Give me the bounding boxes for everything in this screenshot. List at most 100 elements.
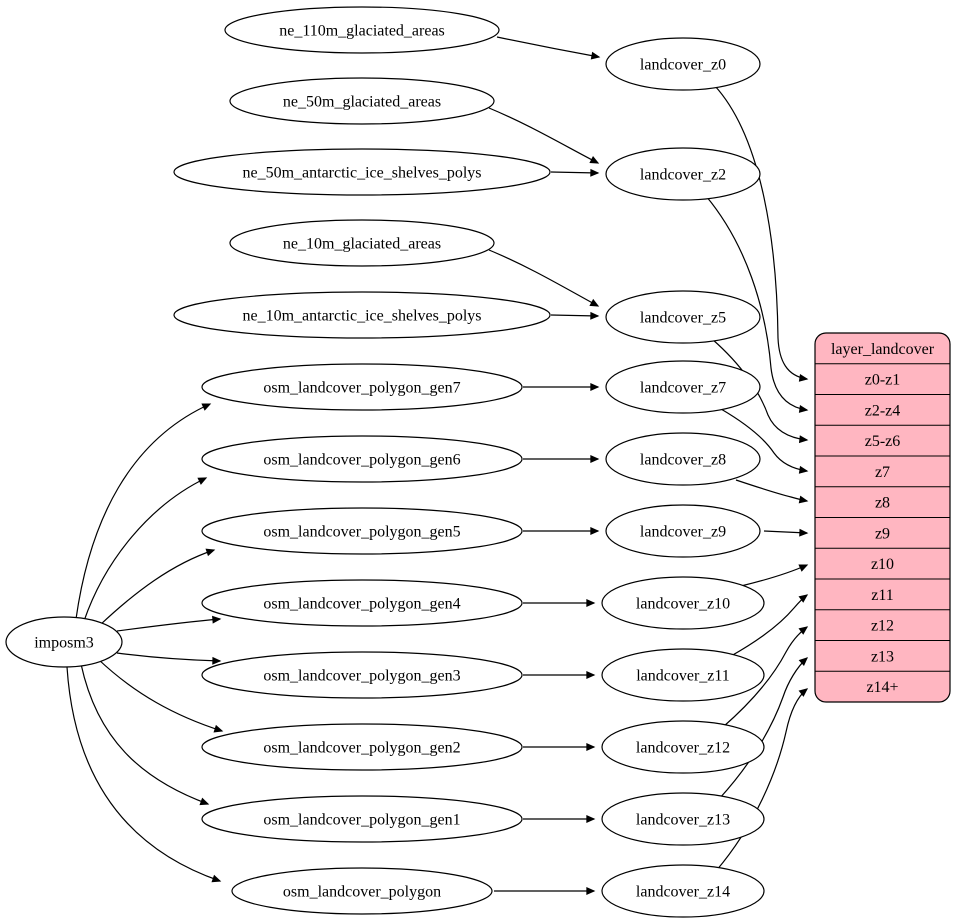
node-landcover_z7: landcover_z7 bbox=[605, 360, 761, 414]
edge-landcover_z10--row-z10 bbox=[740, 564, 809, 587]
node-landcover_z0: landcover_z0 bbox=[605, 37, 761, 91]
table-row-z9: z9 bbox=[875, 525, 890, 542]
table-layer_landcover: layer_landcoverz0-z1z2-z4z5-z6z7z8z9z10z… bbox=[814, 332, 951, 703]
edges-layer bbox=[66, 36, 809, 895]
node-shape-landcover_z5 bbox=[605, 290, 761, 344]
node-label-osm_landcover_polygon_gen6: osm_landcover_polygon_gen6 bbox=[263, 452, 460, 469]
node-landcover_z8: landcover_z8 bbox=[605, 432, 761, 486]
table-row-z10: z10 bbox=[871, 556, 894, 573]
node-shape-landcover_z2 bbox=[605, 147, 761, 201]
node-label-ne_10m_antarctic_ice_shelves_polys: ne_10m_antarctic_ice_shelves_polys bbox=[242, 308, 481, 325]
edge-landcover_z13--row-z13 bbox=[718, 657, 809, 800]
node-osm_landcover_polygon_gen7: osm_landcover_polygon_gen7 bbox=[201, 363, 523, 411]
node-label-osm_landcover_polygon_gen3: osm_landcover_polygon_gen3 bbox=[263, 668, 460, 685]
edge-landcover_z12--row-z12 bbox=[722, 626, 809, 728]
node-shape-osm_landcover_polygon_gen5 bbox=[201, 507, 523, 555]
edge-ne_10m_glaciated_areas--landcover_z5 bbox=[488, 249, 600, 307]
node-shape-osm_landcover_polygon_gen1 bbox=[201, 795, 523, 843]
edge-imposm3--osm_landcover_polygon_gen3 bbox=[116, 652, 222, 665]
node-shape-landcover_z7 bbox=[605, 360, 761, 414]
table-row-z13: z13 bbox=[871, 648, 894, 665]
node-landcover_z10: landcover_z10 bbox=[601, 576, 765, 630]
edge-ne_10m_antarctic_ice_shelves_polys--landcover_z5 bbox=[550, 311, 600, 320]
node-shape-osm_landcover_polygon_gen7 bbox=[201, 363, 523, 411]
node-shape-osm_landcover_polygon_gen6 bbox=[201, 435, 523, 483]
node-label-ne_50m_antarctic_ice_shelves_polys: ne_50m_antarctic_ice_shelves_polys bbox=[242, 165, 481, 182]
node-label-landcover_z0: landcover_z0 bbox=[640, 57, 726, 74]
node-label-landcover_z11: landcover_z11 bbox=[636, 668, 730, 685]
node-shape-landcover_z8 bbox=[605, 432, 761, 486]
node-landcover_z13: landcover_z13 bbox=[601, 792, 765, 846]
table-row-z12: z12 bbox=[871, 618, 894, 635]
node-label-landcover_z14: landcover_z14 bbox=[636, 884, 730, 901]
table-row-z11: z11 bbox=[871, 587, 894, 604]
node-shape-ne_10m_antarctic_ice_shelves_polys bbox=[173, 291, 551, 339]
node-landcover_z14: landcover_z14 bbox=[601, 864, 765, 918]
node-osm_landcover_polygon_gen2: osm_landcover_polygon_gen2 bbox=[201, 723, 523, 771]
node-shape-imposm3 bbox=[5, 616, 123, 668]
node-label-osm_landcover_polygon_gen2: osm_landcover_polygon_gen2 bbox=[263, 740, 460, 757]
node-label-osm_landcover_polygon_gen1: osm_landcover_polygon_gen1 bbox=[263, 812, 460, 829]
edge-landcover_z11--row-z11 bbox=[730, 594, 809, 657]
node-shape-landcover_z10 bbox=[601, 576, 765, 630]
node-imposm3: imposm3 bbox=[5, 616, 123, 668]
nodes-layer: imposm3 ne_110m_glaciated_areas ne_50m_gla… bbox=[5, 6, 765, 918]
node-label-ne_110m_glaciated_areas: ne_110m_glaciated_areas bbox=[279, 23, 445, 40]
node-label-landcover_z2: landcover_z2 bbox=[640, 167, 726, 184]
table-row-z5-z6: z5-z6 bbox=[865, 433, 901, 450]
node-landcover_z11: landcover_z11 bbox=[601, 648, 765, 702]
node-osm_landcover_polygon_gen3: osm_landcover_polygon_gen3 bbox=[201, 651, 523, 699]
node-shape-osm_landcover_polygon bbox=[231, 867, 493, 915]
node-label-osm_landcover_polygon_gen5: osm_landcover_polygon_gen5 bbox=[263, 524, 460, 541]
edge-landcover_z2--row-z2-z4 bbox=[705, 195, 809, 413]
node-shape-landcover_z13 bbox=[601, 792, 765, 846]
node-shape-osm_landcover_polygon_gen4 bbox=[201, 579, 523, 627]
table-row-z2-z4: z2-z4 bbox=[865, 402, 901, 419]
node-shape-ne_50m_antarctic_ice_shelves_polys bbox=[173, 148, 551, 196]
node-label-landcover_z5: landcover_z5 bbox=[640, 310, 726, 327]
table-row-z0-z1: z0-z1 bbox=[865, 372, 901, 389]
node-label-osm_landcover_polygon: osm_landcover_polygon bbox=[283, 884, 441, 901]
node-label-landcover_z12: landcover_z12 bbox=[636, 740, 730, 757]
node-osm_landcover_polygon_gen1: osm_landcover_polygon_gen1 bbox=[201, 795, 523, 843]
edge-landcover_z7--row-z7 bbox=[720, 408, 809, 474]
node-shape-landcover_z0 bbox=[605, 37, 761, 91]
node-osm_landcover_polygon_gen4: osm_landcover_polygon_gen4 bbox=[201, 579, 523, 627]
edge-landcover_z9--row-z9 bbox=[763, 528, 809, 537]
table-title: layer_landcover bbox=[831, 341, 935, 358]
node-shape-osm_landcover_polygon_gen3 bbox=[201, 651, 523, 699]
node-ne_10m_antarctic_ice_shelves_polys: ne_10m_antarctic_ice_shelves_polys bbox=[173, 291, 551, 339]
edge-imposm3--osm_landcover_polygon bbox=[66, 666, 222, 883]
edge-ne_110m_glaciated_areas--landcover_z0 bbox=[496, 36, 601, 60]
node-shape-ne_110m_glaciated_areas bbox=[224, 6, 500, 54]
edge-imposm3--osm_landcover_polygon_gen1 bbox=[80, 663, 210, 806]
node-landcover_z9: landcover_z9 bbox=[605, 504, 761, 558]
edge-imposm3--osm_landcover_polygon_gen5 bbox=[98, 548, 216, 627]
node-label-ne_10m_glaciated_areas: ne_10m_glaciated_areas bbox=[283, 236, 441, 253]
edge-landcover_z0--row-z0-z1 bbox=[714, 85, 809, 382]
node-label-osm_landcover_polygon_gen4: osm_landcover_polygon_gen4 bbox=[263, 596, 460, 613]
edge-imposm3--osm_landcover_polygon_gen2 bbox=[97, 658, 224, 733]
node-label-landcover_z7: landcover_z7 bbox=[640, 380, 726, 397]
node-shape-ne_50m_glaciated_areas bbox=[229, 77, 495, 125]
node-label-imposm3: imposm3 bbox=[34, 635, 94, 652]
table-row-z14plus: z14+ bbox=[866, 679, 898, 696]
node-label-ne_50m_glaciated_areas: ne_50m_glaciated_areas bbox=[283, 94, 441, 111]
node-landcover_z2: landcover_z2 bbox=[605, 147, 761, 201]
node-shape-ne_10m_glaciated_areas bbox=[229, 219, 495, 267]
edge-imposm3--osm_landcover_polygon_gen4 bbox=[116, 615, 222, 632]
node-ne_110m_glaciated_areas: ne_110m_glaciated_areas bbox=[224, 6, 500, 54]
node-label-landcover_z10: landcover_z10 bbox=[636, 596, 730, 613]
edge-landcover_z14--row-z14plus bbox=[715, 688, 809, 872]
node-shape-landcover_z11 bbox=[601, 648, 765, 702]
edge-imposm3--osm_landcover_polygon_gen7 bbox=[75, 403, 212, 620]
node-shape-landcover_z9 bbox=[605, 504, 761, 558]
node-ne_50m_antarctic_ice_shelves_polys: ne_50m_antarctic_ice_shelves_polys bbox=[173, 148, 551, 196]
node-label-osm_landcover_polygon_gen7: osm_landcover_polygon_gen7 bbox=[263, 380, 460, 397]
node-ne_50m_glaciated_areas: ne_50m_glaciated_areas bbox=[229, 77, 495, 125]
node-label-landcover_z8: landcover_z8 bbox=[640, 452, 726, 469]
node-label-landcover_z9: landcover_z9 bbox=[640, 524, 726, 541]
node-shape-osm_landcover_polygon_gen2 bbox=[201, 723, 523, 771]
